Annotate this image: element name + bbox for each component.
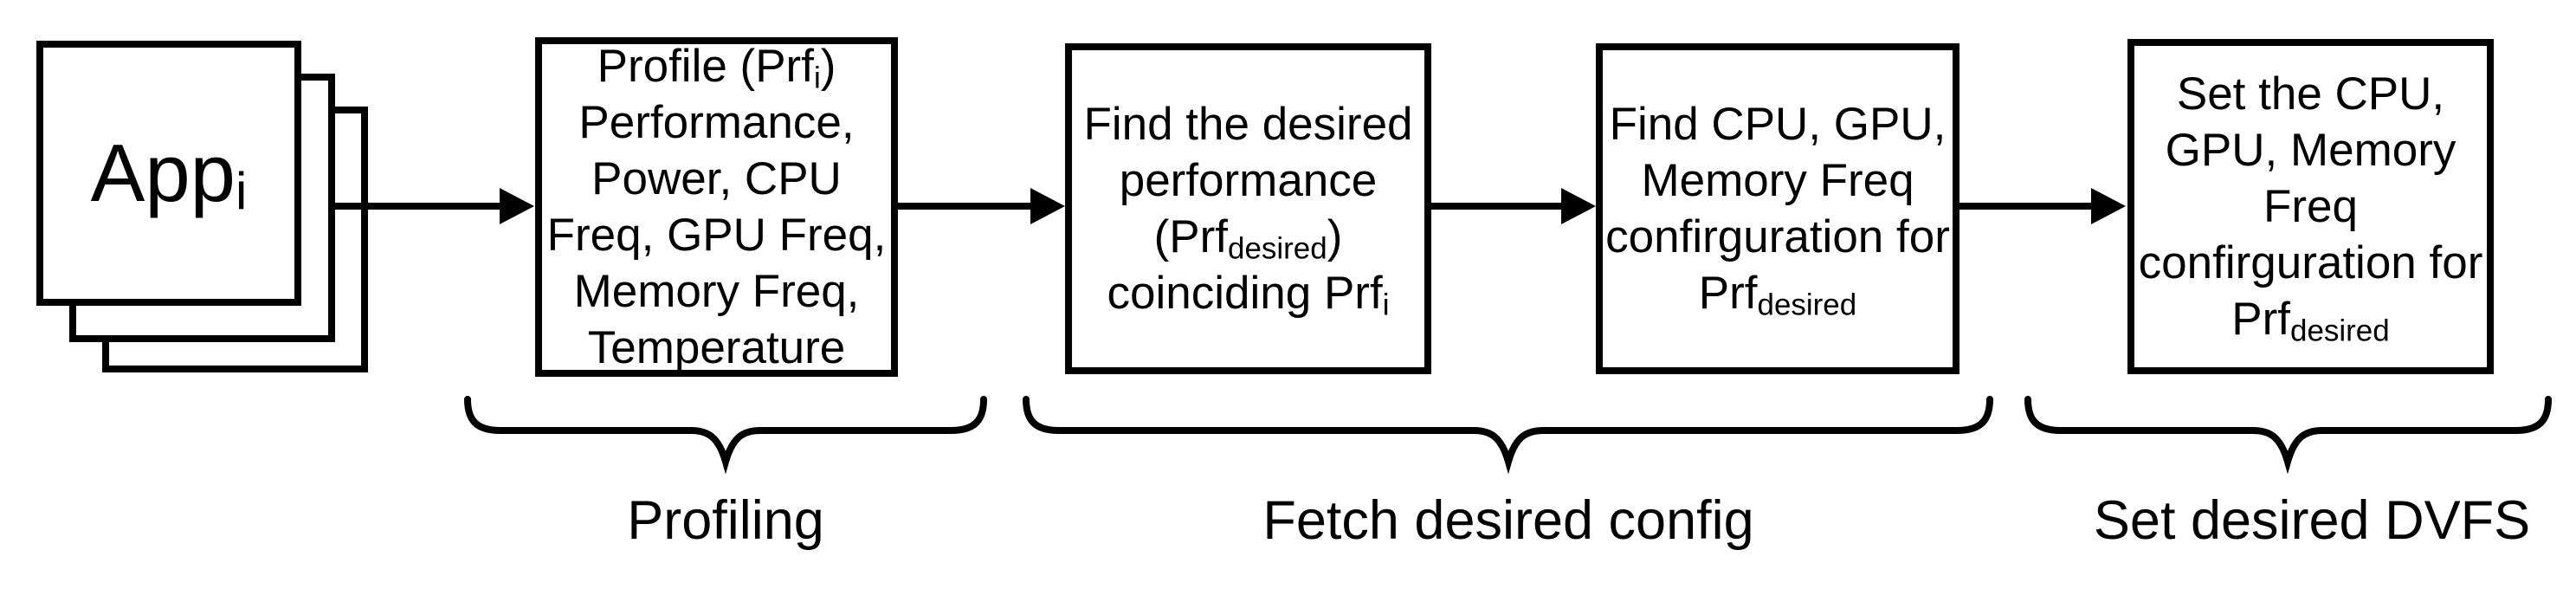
app-label: Appi <box>91 133 248 217</box>
subscript-text: i <box>1382 288 1390 322</box>
text-segment: (Prf <box>1153 211 1228 262</box>
text-segment: Set the CPU, <box>2176 68 2445 120</box>
text-segment: Find the desired <box>1083 99 1413 150</box>
box-text-line: Profile (Prfi) <box>597 38 836 94</box>
box-text-line: Freq, GPU Freq, <box>547 207 887 263</box>
box-text-line: coinciding Prfi <box>1107 265 1390 321</box>
text-segment: Profile (Prf <box>597 41 814 92</box>
subscript-text: desired <box>2290 314 2390 348</box>
box-text-line: (Prfdesired) <box>1154 209 1343 265</box>
text-segment: Memory Freq, <box>573 266 860 317</box>
box-text-line: Prfdesired <box>1699 265 1856 321</box>
text-segment: Temperature <box>587 322 846 373</box>
box-text-line: Set the CPU, <box>2177 66 2444 122</box>
box-text-line: Freq <box>2263 178 2358 235</box>
app-label-subscript: i <box>235 162 248 221</box>
text-segment: confirguration for <box>1605 211 1950 262</box>
stage-label-profiling: Profiling <box>627 490 824 551</box>
text-segment: Prf <box>2231 294 2291 345</box>
text-segment: Find CPU, GPU, <box>1609 99 1947 150</box>
text-segment: Freq, GPU Freq, <box>546 210 887 261</box>
brace-set-desired-dvfs <box>2024 396 2552 475</box>
arrow-find-config-to-set-config <box>1959 188 2126 224</box>
subscript-text: i <box>813 61 821 95</box>
box-text-line: performance <box>1120 152 1378 209</box>
box-text-line: Memory Freq, <box>574 263 860 320</box>
text-segment: ) <box>1327 211 1343 262</box>
box-text-line: confirguration for <box>1605 209 1950 265</box>
text-segment: ) <box>820 41 836 92</box>
subscript-text: desired <box>1228 231 1327 266</box>
app-label-base: App <box>90 127 236 218</box>
text-segment: GPU, Memory <box>2165 125 2457 176</box>
box-text-line: Memory Freq <box>1641 152 1914 209</box>
text-segment: performance <box>1119 155 1378 206</box>
box-text-line: confirguration for <box>2139 235 2483 291</box>
stage-label-set-desired-dvfs: Set desired DVFS <box>2093 490 2531 551</box>
arrow-app-to-profile <box>334 188 534 224</box>
box-text-line: Power, CPU <box>591 151 842 207</box>
box-text-line: GPU, Memory <box>2166 122 2457 178</box>
text-segment: coinciding Prf <box>1107 268 1383 319</box>
text-segment: Freq <box>2263 181 2358 232</box>
text-segment: confirguration for <box>2138 237 2483 288</box>
brace-profiling <box>464 396 987 475</box>
box-text-line: Find the desired <box>1083 96 1412 152</box>
app-stack-card-front: Appi <box>36 41 301 306</box>
text-segment: Prf <box>1698 268 1758 319</box>
subscript-text: desired <box>1757 288 1857 322</box>
text-segment: Power, CPU <box>591 153 842 204</box>
arrow-profile-to-find-performance <box>898 188 1065 224</box>
box-text-line: Find CPU, GPU, <box>1610 96 1947 152</box>
box-text-line: Prfdesired <box>2231 291 2389 347</box>
text-segment: Memory Freq <box>1641 155 1914 206</box>
stage-label-fetch-desired-config: Fetch desired config <box>1262 490 1754 551</box>
process-box-profile: Profile (Prfi)Performance,Power, CPU Freq… <box>535 37 898 377</box>
arrow-find-performance-to-find-config <box>1431 188 1596 224</box>
text-segment: Performance, <box>578 97 855 148</box>
box-text-line: Performance, <box>578 94 854 151</box>
brace-fetch-desired-config <box>1023 396 1993 475</box>
box-text-line: Temperature <box>588 320 846 376</box>
